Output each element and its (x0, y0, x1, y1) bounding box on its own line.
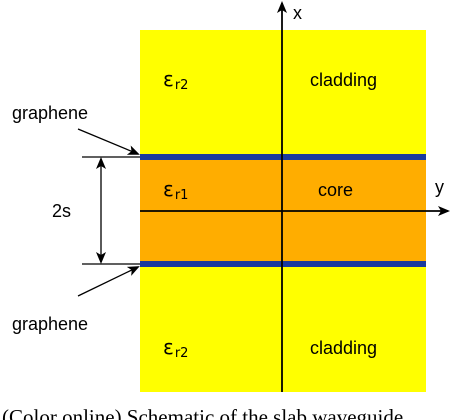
upper-graphene-pointer (77, 128, 140, 155)
upper-graphene-sheet (140, 154, 426, 160)
upper-graphene-label: graphene (12, 103, 88, 123)
bottom-cladding-epsilon-symbol: ε (163, 335, 174, 359)
thickness-label: 2s (52, 201, 71, 221)
core-label: core (318, 180, 353, 200)
top-cladding-epsilon-symbol: ε (163, 67, 174, 91)
bottom-cladding-label: cladding (310, 338, 377, 358)
top-cladding-permittivity: εr2 (163, 67, 188, 93)
bottom-cladding-epsilon-subscript: r2 (175, 346, 189, 361)
core-permittivity: εr1 (163, 177, 188, 203)
top-cladding-label: cladding (310, 70, 377, 90)
figure-caption: (Color online) Schematic of the slab wav… (2, 405, 403, 420)
bottom-cladding-permittivity: εr2 (163, 335, 188, 361)
core-epsilon-symbol: ε (163, 177, 174, 201)
bottom-cladding-region (140, 264, 426, 392)
core-epsilon-subscript: r1 (175, 188, 189, 203)
x-axis-label: x (293, 3, 302, 23)
lower-graphene-label: graphene (12, 314, 88, 334)
lower-graphene-pointer (77, 266, 140, 297)
top-cladding-region (140, 30, 426, 157)
lower-graphene-sheet (140, 261, 426, 267)
top-cladding-epsilon-subscript: r2 (175, 78, 189, 93)
y-axis-label: y (435, 177, 444, 197)
